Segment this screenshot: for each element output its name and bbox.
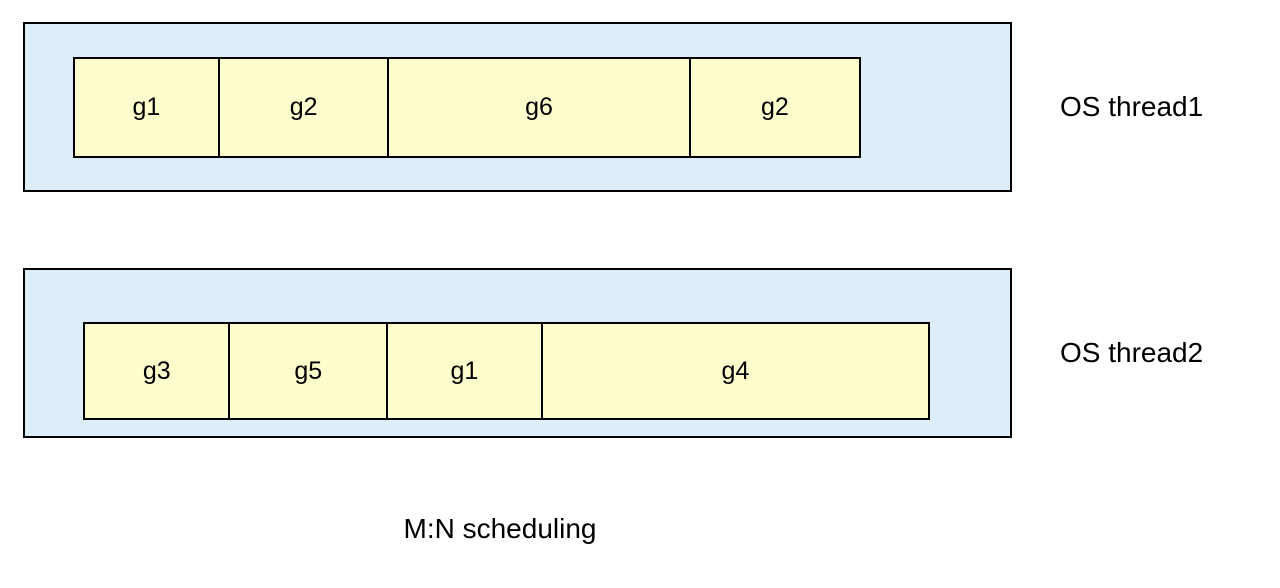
- goroutine-cell: g6: [387, 59, 689, 156]
- goroutine-cell: g2: [217, 59, 388, 156]
- goroutine-label: g2: [760, 93, 789, 121]
- goroutine-cell: g5: [228, 324, 386, 418]
- goroutine-cell: g1: [385, 324, 541, 418]
- os-thread1-goroutine-row: g1 g2 g6 g2: [73, 57, 861, 158]
- goroutine-cell: g3: [85, 324, 229, 418]
- goroutine-cell: g4: [540, 324, 928, 418]
- os-thread2-box: g3 g5 g1 g4: [23, 268, 1012, 438]
- os-thread1-box: g1 g2 g6 g2: [23, 22, 1012, 192]
- diagram-title: M:N scheduling: [403, 513, 597, 544]
- goroutine-label: g4: [721, 356, 750, 385]
- goroutine-label: g1: [132, 93, 161, 121]
- goroutine-label: g6: [525, 93, 553, 121]
- goroutine-cell: g2: [688, 59, 859, 156]
- goroutine-label: g3: [142, 356, 171, 385]
- goroutine-label: g2: [289, 93, 318, 121]
- os-thread1-label: OS thread1: [1060, 91, 1204, 122]
- os-thread2-label: OS thread2: [1060, 337, 1204, 368]
- goroutine-label: g1: [450, 356, 479, 385]
- goroutine-label: g5: [294, 356, 323, 385]
- goroutine-cell: g1: [75, 59, 218, 156]
- os-thread2-goroutine-row: g3 g5 g1 g4: [83, 322, 930, 420]
